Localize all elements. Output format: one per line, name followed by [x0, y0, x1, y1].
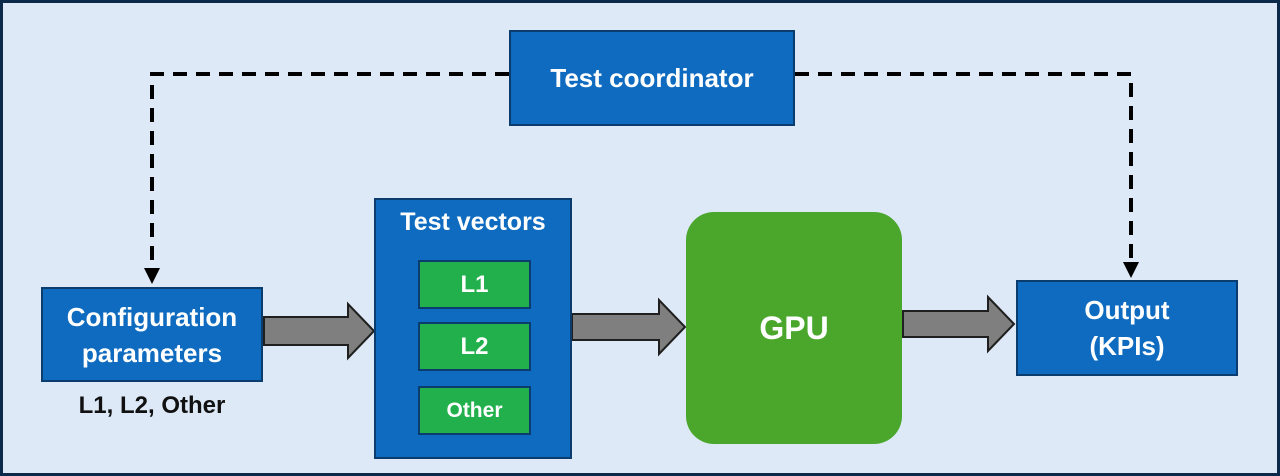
dashed-line-coordinator-to-output	[795, 72, 1133, 264]
output-kpis-box: Output (KPIs)	[1016, 280, 1238, 376]
arrow-vectors-to-gpu	[571, 297, 687, 357]
dashed-line-coordinator-to-config	[150, 72, 509, 270]
configuration-label-line1: Configuration	[66, 301, 238, 332]
test-vector-l1-label: L1	[460, 270, 489, 298]
dashed-arrowhead-output	[1123, 262, 1139, 278]
gpu-box: GPU	[686, 212, 902, 444]
test-vector-l2-label: L2	[460, 332, 489, 360]
configuration-parameters-box: Configuration parameters	[41, 287, 263, 382]
dashed-arrowhead-config	[144, 268, 160, 284]
test-vector-other-label: Other	[446, 398, 503, 422]
test-vector-l1: L1	[418, 260, 531, 309]
test-vector-l2: L2	[418, 322, 531, 371]
gpu-label: GPU	[759, 309, 829, 346]
test-coordinator-label: Test coordinator	[550, 62, 754, 93]
arrow-gpu-to-output	[902, 294, 1016, 354]
test-vector-other: Other	[418, 386, 531, 435]
test-coordinator-box: Test coordinator	[509, 30, 795, 126]
configuration-caption: L1, L2, Other	[78, 392, 226, 419]
test-vectors-box: Test vectors L1 L2 Other	[374, 198, 572, 459]
output-label-line1: Output	[1084, 295, 1170, 325]
test-vectors-title: Test vectors	[400, 208, 546, 236]
configuration-label-line2: parameters	[81, 337, 223, 368]
output-label-line2: (KPIs)	[1089, 331, 1165, 361]
arrow-config-to-vectors	[263, 301, 376, 361]
